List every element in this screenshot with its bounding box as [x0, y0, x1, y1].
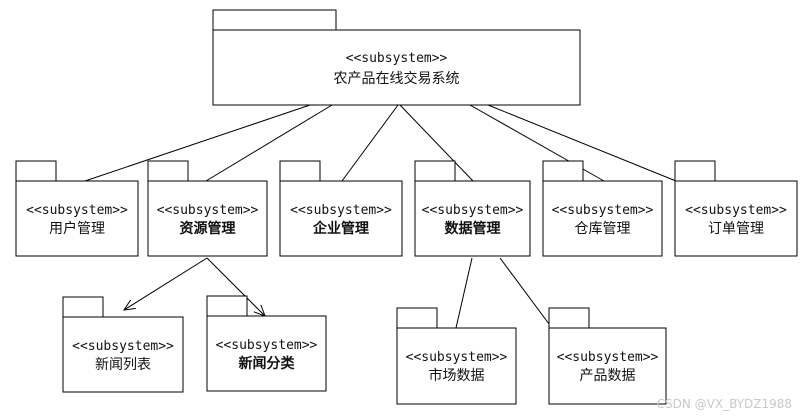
package-body: [206, 315, 327, 392]
package-news-list: <<subsystem>> 新闻列表: [62, 296, 184, 393]
package-stereotype: <<subsystem>>: [557, 350, 659, 365]
package-body: [674, 180, 798, 257]
connector-root-order: [487, 104, 677, 182]
package-body: [542, 180, 663, 257]
package-tab: [279, 160, 321, 182]
package-stereotype: <<subsystem>>: [422, 203, 524, 218]
connectors: [84, 104, 677, 329]
package-stereotype: <<subsystem>>: [406, 350, 508, 365]
package-user: <<subsystem>> 用户管理: [15, 160, 139, 257]
package-market-data: <<subsystem>> 市场数据: [396, 307, 517, 405]
connector-root-resource: [205, 104, 333, 182]
package-stereotype: <<subsystem>>: [216, 338, 318, 353]
package-name: 产品数据: [580, 368, 636, 384]
package-tab: [548, 307, 590, 329]
package-company: <<subsystem>> 企业管理: [279, 160, 403, 257]
package-name: 订单管理: [708, 221, 764, 237]
package-name: 仓库管理: [575, 221, 631, 237]
package-tab: [62, 296, 104, 318]
package-name: 新闻分类: [239, 355, 296, 372]
package-store: <<subsystem>> 仓库管理: [542, 160, 663, 257]
package-body: [548, 327, 667, 405]
package-root: <<subsystem>> 农产品在线交易系统: [212, 9, 581, 106]
package-product-data: <<subsystem>> 产品数据: [548, 307, 667, 405]
package-resource: <<subsystem>> 资源管理: [147, 160, 268, 257]
connector-root-store: [469, 104, 605, 182]
package-tab: [147, 160, 189, 182]
package-body: [414, 180, 531, 257]
package-body: [15, 180, 139, 257]
package-body: [147, 180, 268, 257]
package-tab: [674, 160, 716, 182]
package-tab: [15, 160, 57, 182]
package-name: 资源管理: [180, 220, 236, 237]
package-body: [62, 316, 184, 393]
package-stereotype: <<subsystem>>: [26, 203, 128, 218]
package-stereotype: <<subsystem>>: [685, 203, 787, 218]
package-name: 企业管理: [312, 220, 369, 237]
package-body: [396, 327, 517, 405]
watermark: CSDN @VX_BYDZ1988: [657, 397, 792, 411]
package-tab: [414, 160, 456, 182]
package-stereotype: <<subsystem>>: [157, 203, 259, 218]
connector-data-market-data: [455, 257, 473, 329]
package-data: <<subsystem>> 数据管理: [414, 160, 531, 257]
package-tab: [396, 307, 438, 329]
package-name: 用户管理: [49, 220, 105, 237]
root-stereotype: <<subsystem>>: [346, 51, 448, 66]
package-stereotype: <<subsystem>>: [552, 203, 654, 218]
root-name: 农产品在线交易系统: [334, 70, 460, 87]
connector-root-company: [341, 104, 399, 182]
package-name: 数据管理: [445, 220, 501, 237]
package-tab: [206, 295, 248, 317]
package-tab: [212, 9, 337, 31]
package-tab: [542, 160, 584, 182]
connector-resource-news-list: [124, 257, 208, 310]
package-stereotype: <<subsystem>>: [72, 339, 174, 354]
package-body: [212, 29, 581, 106]
connector-root-user: [84, 104, 311, 182]
package-name: 市场数据: [429, 367, 485, 384]
package-body: [279, 180, 403, 257]
connector-resource-news-category: [206, 257, 265, 316]
package-order: <<subsystem>> 订单管理: [674, 160, 798, 257]
package-name: 新闻列表: [95, 357, 151, 373]
package-stereotype: <<subsystem>>: [290, 203, 392, 218]
connector-data-product-data: [499, 257, 553, 329]
connector-root-data: [399, 104, 474, 182]
package-news-category: <<subsystem>> 新闻分类: [206, 295, 327, 392]
